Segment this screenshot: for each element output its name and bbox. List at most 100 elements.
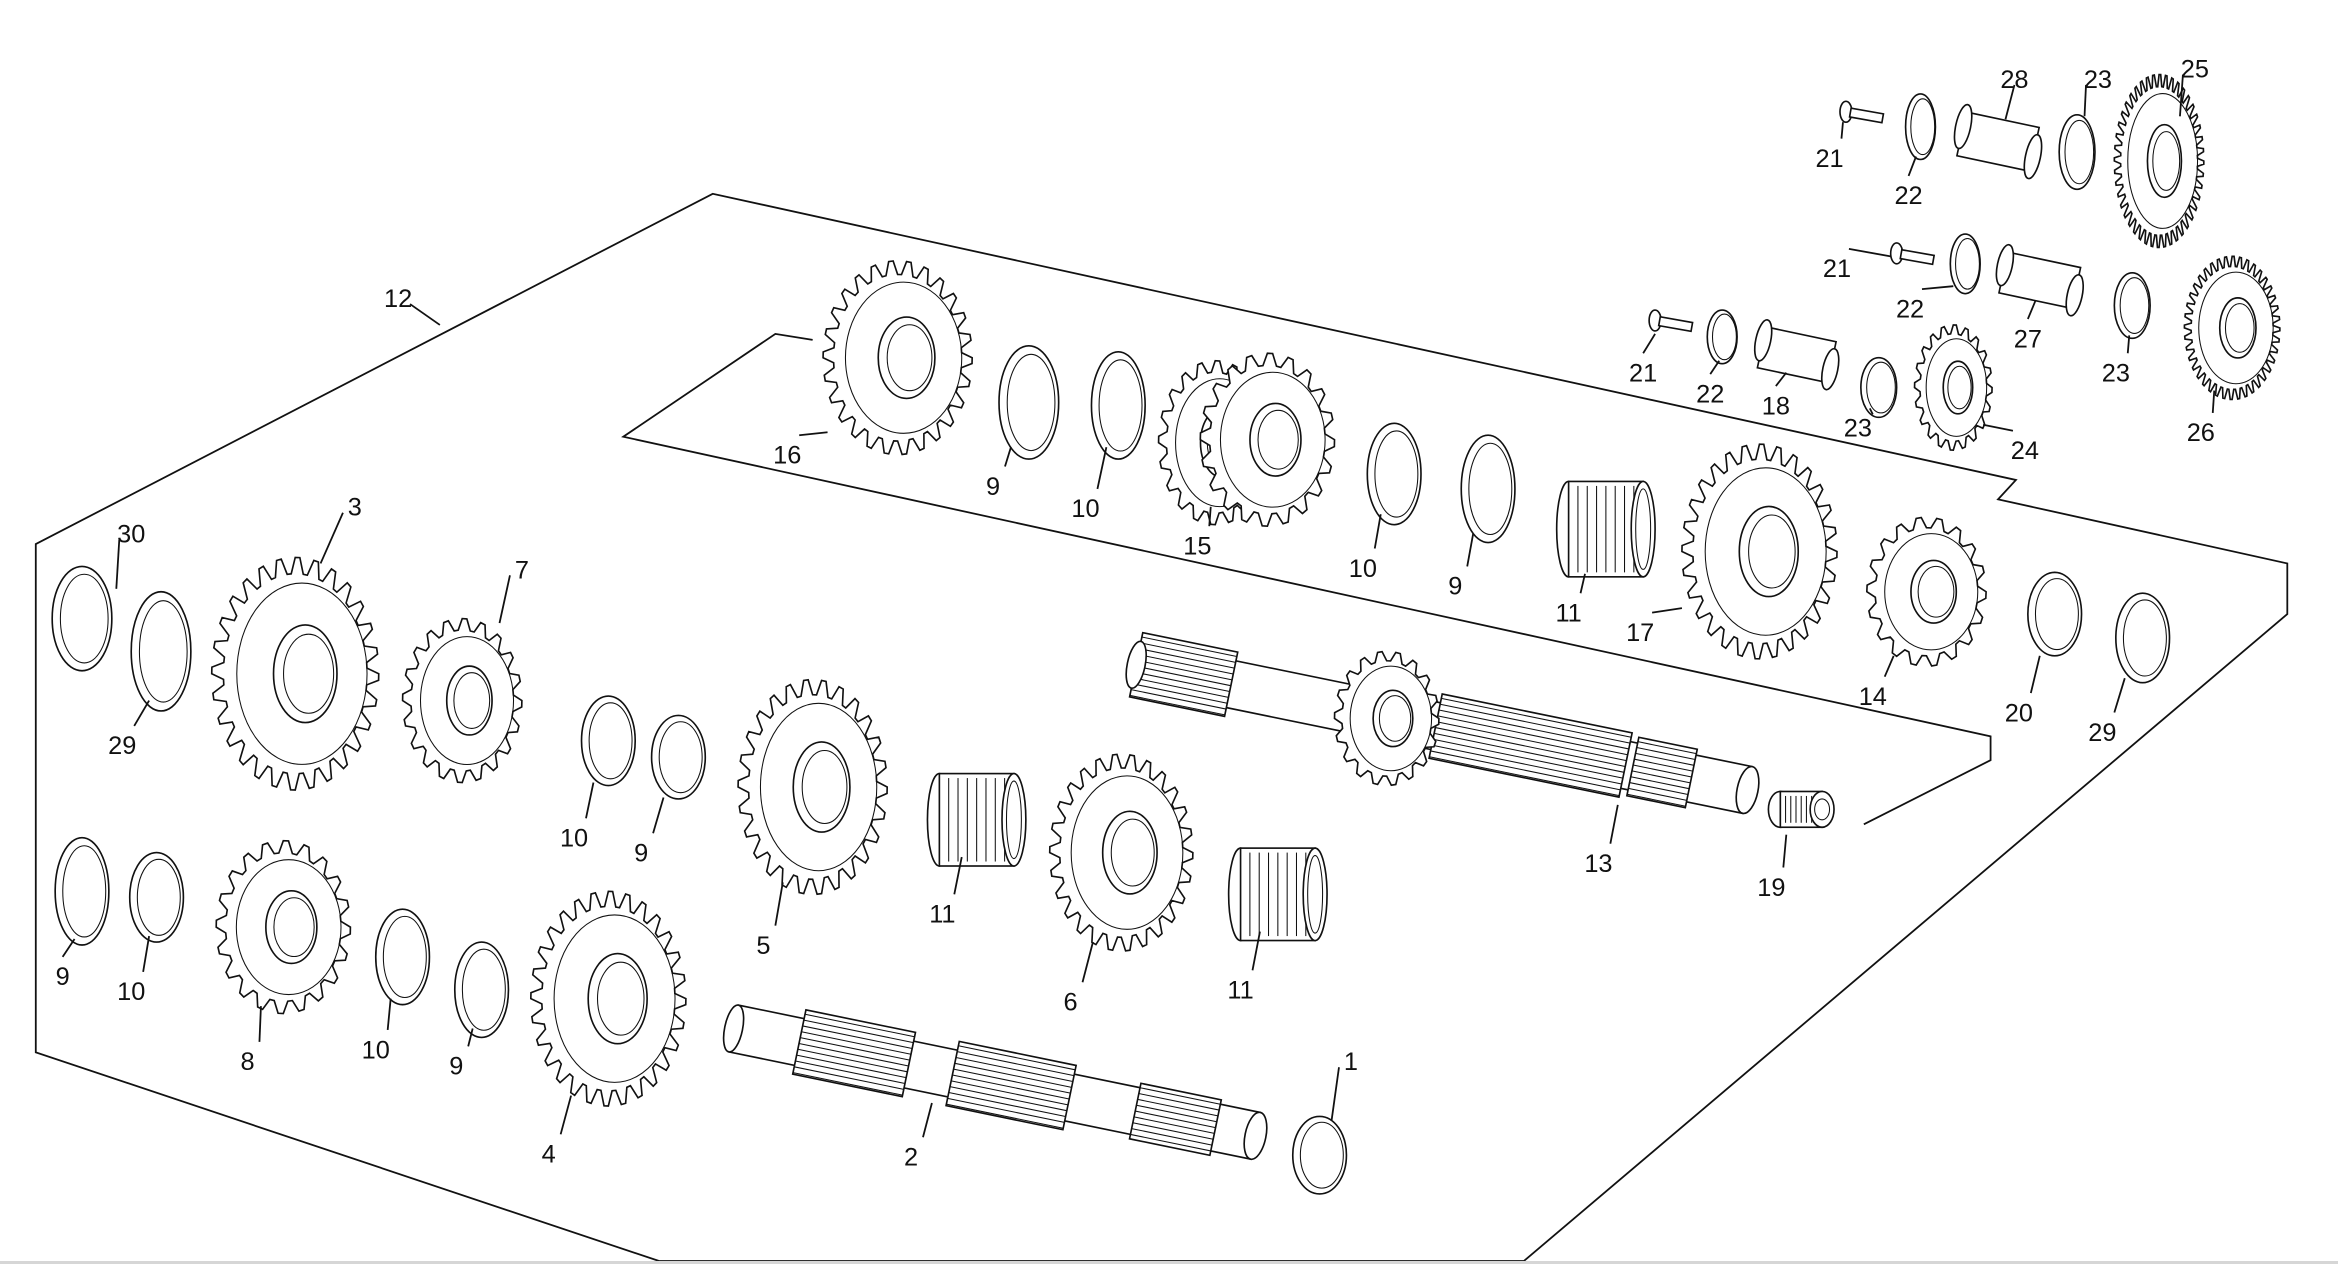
- washer-23: [2058, 113, 2096, 191]
- shaft-2: [722, 1004, 1268, 1161]
- callout-9: 9: [986, 473, 1000, 501]
- callout-4: 4: [542, 1141, 556, 1169]
- callout-15: 15: [1183, 532, 1211, 560]
- leader-line: [953, 856, 963, 895]
- callout-11: 11: [1227, 977, 1253, 1005]
- washer-9: [998, 344, 1060, 460]
- leader-line: [2027, 300, 2037, 320]
- callout-10: 10: [362, 1036, 390, 1064]
- callout-14: 14: [1859, 683, 1887, 711]
- leader-line: [2126, 335, 2131, 354]
- assembly-outlines: [34, 192, 2289, 1261]
- leader-line: [922, 1102, 933, 1138]
- washer-20: [2027, 571, 2083, 657]
- leader-line: [1782, 834, 1788, 868]
- callout-11: 11: [929, 901, 955, 929]
- leader-line: [1642, 333, 1656, 354]
- gear-26: [2183, 255, 2281, 401]
- callout-23: 23: [2084, 66, 2112, 94]
- gear-7: [401, 617, 523, 784]
- leader-line: [1373, 514, 1382, 549]
- pin-18: [1753, 319, 1840, 391]
- gear-15b: [1199, 352, 1336, 528]
- leader-line: [799, 431, 828, 437]
- leader-line: [1883, 655, 1895, 678]
- callout-10: 10: [117, 978, 145, 1006]
- callout-22: 22: [1894, 182, 1922, 210]
- leader-line: [467, 1028, 474, 1047]
- leader-line: [1096, 446, 1108, 490]
- callout-8: 8: [240, 1048, 254, 1076]
- leader-line: [1709, 360, 1720, 375]
- callout-22: 22: [1896, 295, 1924, 323]
- gear-16: [822, 260, 974, 456]
- callout-9: 9: [449, 1053, 463, 1081]
- washer-9: [453, 941, 510, 1039]
- leader-line: [1251, 931, 1261, 971]
- leader-line: [2211, 390, 2216, 413]
- gear-5: [737, 678, 889, 896]
- leader-line: [498, 575, 511, 624]
- leader-line: [1848, 248, 1891, 258]
- callout-25: 25: [2181, 56, 2209, 84]
- leader-line: [559, 1095, 572, 1135]
- washer-9: [1460, 434, 1516, 544]
- callout-30: 30: [117, 521, 145, 549]
- callout-23: 23: [1844, 415, 1872, 443]
- leader-line: [1775, 372, 1788, 387]
- leader-line: [2083, 84, 2087, 117]
- callout-27: 27: [2014, 325, 2042, 353]
- bottom-bar: [0, 1261, 2338, 1264]
- callout-11: 11: [1555, 600, 1581, 628]
- circlip-10: [580, 695, 637, 787]
- leader-line: [142, 935, 150, 972]
- callout-17: 17: [1626, 619, 1654, 647]
- circlip-22: [1949, 233, 1981, 295]
- circlip-10: [1366, 422, 1422, 526]
- needle-bearing-11: [1227, 847, 1328, 942]
- leader-line: [2004, 84, 2016, 120]
- callout-10: 10: [560, 825, 588, 853]
- callout-10: 10: [1349, 555, 1377, 583]
- callout-1: 1: [1344, 1048, 1358, 1076]
- callout-26: 26: [2187, 419, 2215, 447]
- washer-29: [2115, 592, 2171, 684]
- bolt-21: [1889, 242, 1936, 266]
- circlip-22: [1706, 309, 1738, 365]
- leader-line: [652, 797, 665, 834]
- leader-line: [1579, 573, 1586, 594]
- callout-6: 6: [1064, 989, 1078, 1017]
- thrust-washer-30: [51, 565, 113, 672]
- assembly-12-outline: [34, 192, 2289, 1261]
- callout-12: 12: [384, 285, 412, 313]
- callout-22: 22: [1696, 380, 1724, 408]
- callout-16: 16: [773, 442, 801, 470]
- leader-line: [258, 1006, 262, 1042]
- callout-24: 24: [2011, 437, 2039, 465]
- leader-line: [1869, 408, 1874, 415]
- shafts: [722, 631, 1760, 1161]
- bolt-21: [1648, 309, 1694, 333]
- leader-line: [61, 938, 76, 958]
- gear-25: [2113, 73, 2205, 249]
- circlip-10: [128, 851, 185, 943]
- circlip-10: [1090, 350, 1146, 460]
- washer-29: [130, 590, 192, 712]
- shaft-13: [1125, 631, 1760, 815]
- leader-line: [1609, 804, 1619, 844]
- leader-line: [133, 700, 150, 727]
- leader-line: [2029, 655, 2041, 694]
- washer-9: [650, 714, 707, 800]
- callout-9: 9: [56, 963, 70, 991]
- callout-9: 9: [1448, 573, 1462, 601]
- callout-21: 21: [1815, 145, 1843, 173]
- circlip-10: [374, 908, 431, 1006]
- leader-line: [409, 303, 441, 326]
- callout-9: 9: [634, 840, 648, 868]
- callout-19: 19: [1757, 874, 1785, 902]
- washer-9: [54, 836, 110, 946]
- callout-7: 7: [515, 556, 529, 584]
- leader-line: [115, 539, 121, 589]
- leader-line: [386, 998, 392, 1031]
- gear-17: [1681, 443, 1838, 660]
